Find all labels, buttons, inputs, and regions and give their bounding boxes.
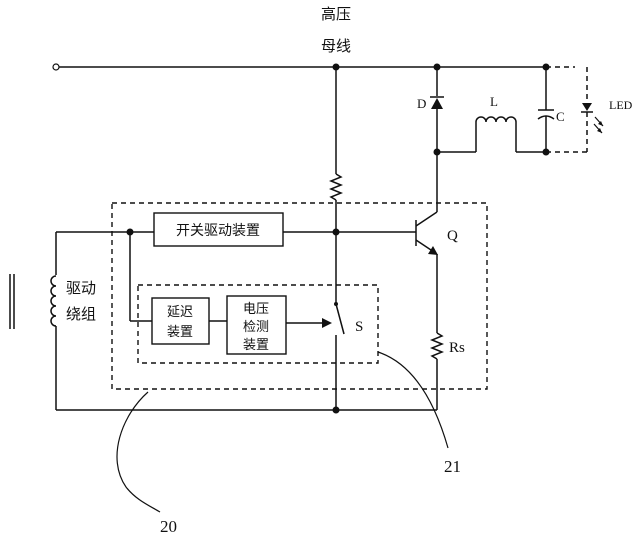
bus-label-line2: 母线 bbox=[321, 37, 351, 55]
leader-21 bbox=[377, 351, 449, 449]
module-20-boundary bbox=[111, 202, 488, 390]
delay-label-line2: 装置 bbox=[167, 325, 193, 340]
inductor-label: L bbox=[490, 94, 498, 109]
module-21-boundary bbox=[137, 284, 379, 364]
delay-label-line1: 延迟 bbox=[167, 305, 193, 320]
vdet-label-line1: 电压 bbox=[243, 302, 269, 317]
hv-bus bbox=[52, 63, 575, 71]
drive-line bbox=[56, 228, 416, 322]
led bbox=[546, 67, 604, 153]
control-arrow bbox=[286, 318, 332, 328]
capacitor-label: C bbox=[556, 109, 565, 124]
vdet-label-line2: 检测 bbox=[243, 320, 269, 335]
drive-winding bbox=[9, 232, 57, 410]
switch-driver-box: 开关驱动装置 bbox=[153, 212, 284, 247]
voltage-detect-box: 电压 检测 装置 bbox=[226, 295, 287, 355]
capacitor-c bbox=[537, 67, 555, 152]
delay-box: 延迟 装置 bbox=[151, 297, 210, 345]
leader-20 bbox=[116, 391, 161, 513]
diode-label: D bbox=[417, 96, 426, 111]
return-line bbox=[56, 406, 437, 414]
sense-resistor bbox=[429, 332, 445, 410]
transistor-q bbox=[415, 152, 438, 333]
winding-label-line2: 绕组 bbox=[66, 305, 96, 323]
ref-20: 20 bbox=[160, 517, 177, 536]
resistor-label: Rs bbox=[449, 340, 465, 356]
vdet-label-line3: 装置 bbox=[243, 338, 269, 353]
led-label: LED bbox=[609, 98, 633, 112]
winding-label-line1: 驱动 bbox=[66, 279, 96, 297]
switch-label: S bbox=[355, 319, 363, 335]
switch-driver-label: 开关驱动装置 bbox=[176, 223, 260, 239]
ref-21: 21 bbox=[444, 457, 461, 476]
switch-s bbox=[334, 232, 345, 410]
transistor-label: Q bbox=[447, 228, 458, 244]
bus-label-line1: 高压 bbox=[321, 5, 351, 23]
bias-resistor bbox=[328, 67, 344, 232]
diode-d bbox=[430, 67, 444, 156]
inductor-l bbox=[437, 116, 550, 156]
